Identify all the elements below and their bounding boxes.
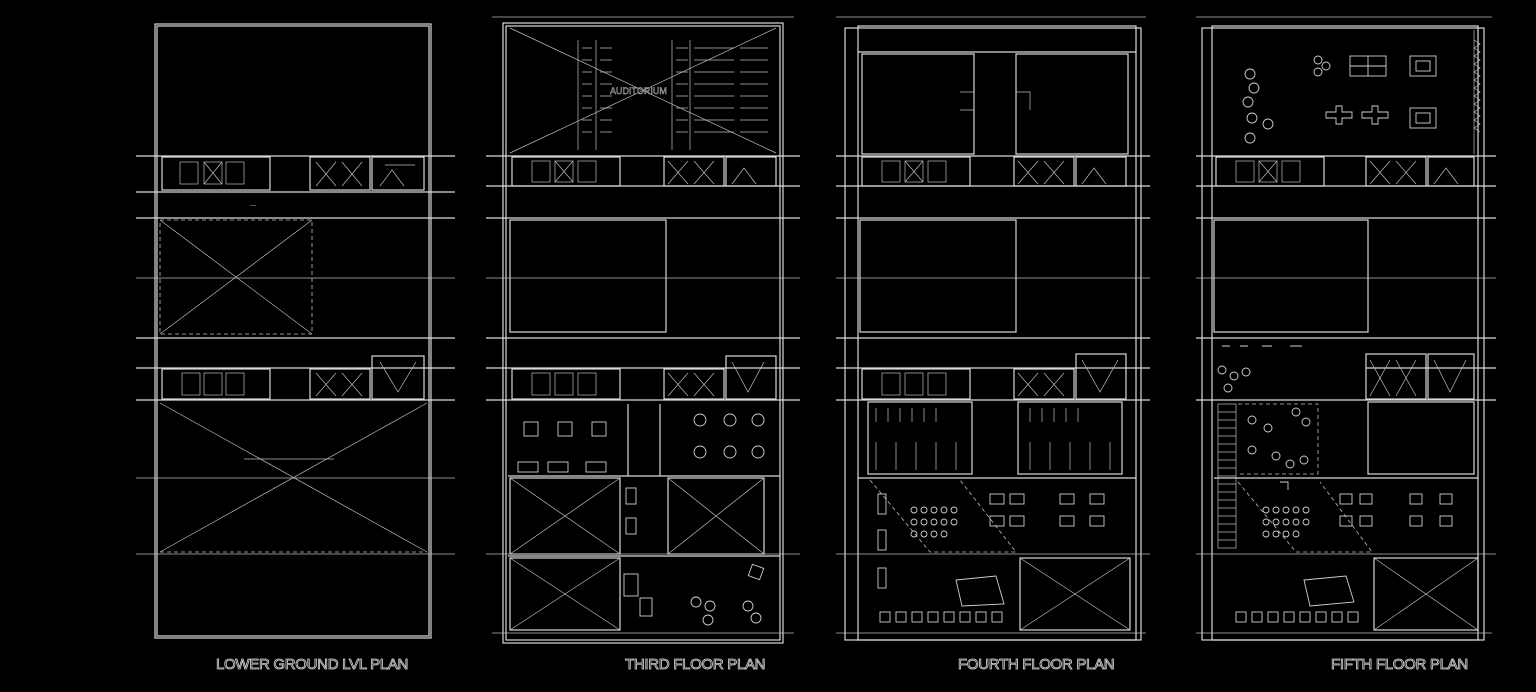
lower-ground-plan: — <box>136 23 455 639</box>
fourth-floor-plan <box>836 16 1150 641</box>
fourth-floor-plan-title: FOURTH FLOOR PLAN <box>958 656 1115 674</box>
fifth-floor-plan-title: FIFTH FLOOR PLAN <box>1331 656 1469 674</box>
third-floor-plan <box>486 16 800 644</box>
lower-ground-plan-title: LOWER GROUND LVL PLAN <box>216 656 409 674</box>
auditorium-label: AUDITORIUM <box>610 86 667 96</box>
fifth-floor-plan <box>1196 16 1496 641</box>
svg-text:—: — <box>250 203 256 209</box>
third-floor-plan-title: THIRD FLOOR PLAN <box>625 656 766 674</box>
